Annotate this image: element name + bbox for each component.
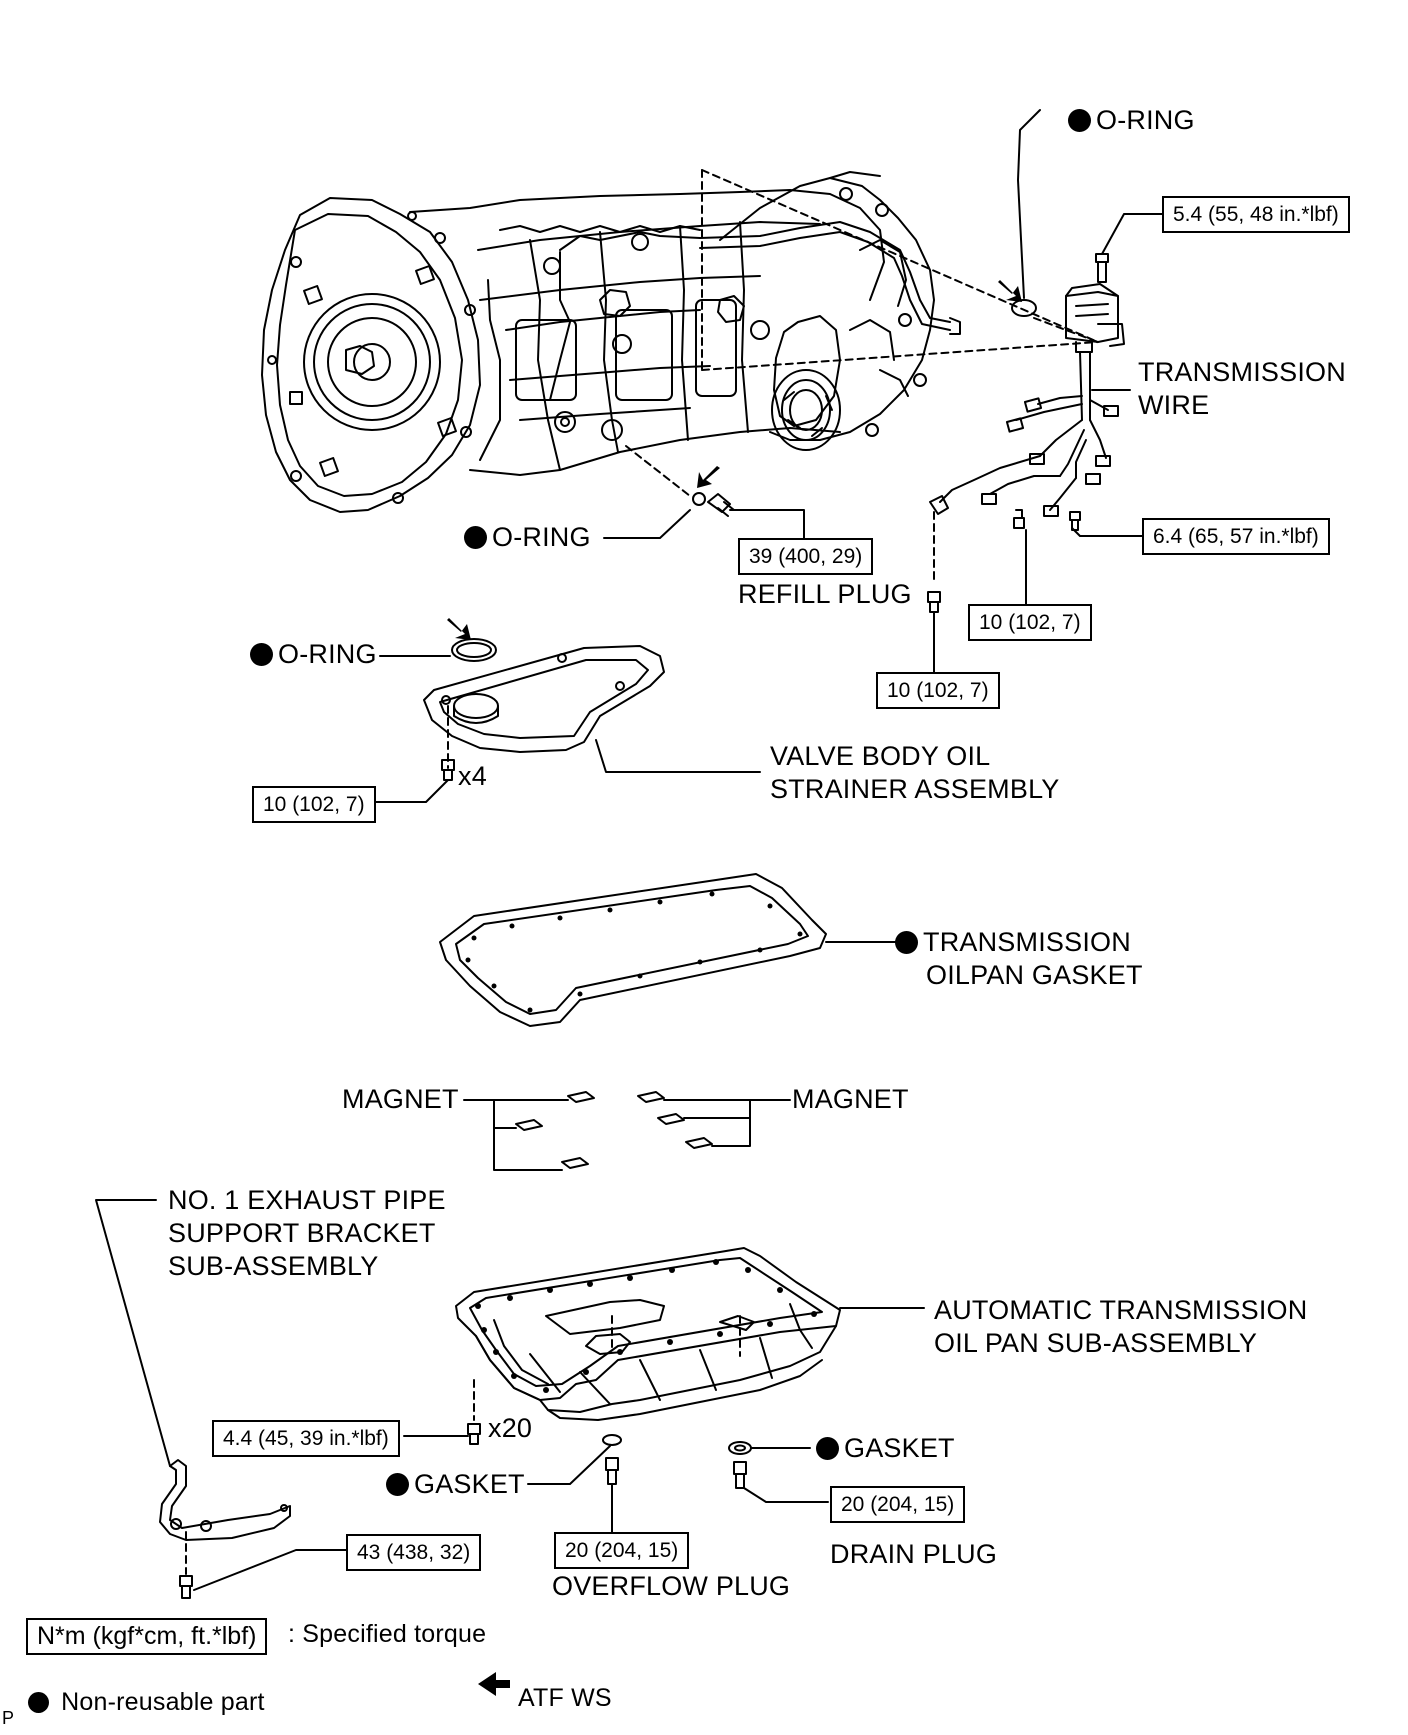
atf-legend-arrow-icon — [478, 1672, 510, 1696]
legend-torque-box: N*m (kgf*cm, ft.*lbf) — [26, 1618, 268, 1655]
label-text: O-RING — [1096, 105, 1195, 135]
non-reusable-dot-icon — [895, 931, 918, 954]
label-line: TRANSMISSION — [1138, 357, 1346, 387]
label-line: WIRE — [1138, 390, 1210, 420]
label-text: GASKET — [414, 1469, 525, 1499]
torque-connector-bolt: 5.4 (55, 48 in.*lbf) — [1162, 196, 1350, 233]
o-ring-top — [1011, 299, 1037, 317]
oil-pan — [455, 1247, 841, 1489]
label-o-ring-strainer: O-RING — [250, 638, 377, 671]
label-line: NO. 1 EXHAUST PIPE — [168, 1185, 446, 1215]
transmission-assembly — [261, 171, 961, 513]
magnets — [515, 1091, 713, 1169]
label-line: VALVE BODY OIL — [770, 741, 991, 771]
label-gasket-right: GASKET — [816, 1432, 955, 1465]
label-oil-pan: AUTOMATIC TRANSMISSION OIL PAN SUB-ASSEM… — [934, 1294, 1307, 1360]
oilpan-gasket — [439, 873, 827, 1027]
non-reusable-dot-icon — [28, 1692, 49, 1713]
label-text: O-RING — [492, 522, 591, 552]
valve-body-oil-strainer — [423, 645, 665, 781]
label-x20: x20 — [488, 1413, 533, 1443]
exhaust-pipe-support-bracket — [159, 1459, 291, 1599]
torque-bracket: 43 (438, 32) — [346, 1534, 482, 1571]
legend-non-reusable: Non-reusable part — [28, 1686, 265, 1719]
label-drain-plug: DRAIN PLUG — [830, 1539, 998, 1569]
label-line: TRANSMISSION — [895, 926, 1143, 959]
torque-overflow-plug: 20 (204, 15) — [554, 1532, 690, 1569]
label-valve-body-strainer: VALVE BODY OIL STRAINER ASSEMBLY — [770, 740, 1059, 806]
label-refill-plug: REFILL PLUG — [738, 579, 912, 609]
label-overflow-plug: OVERFLOW PLUG — [552, 1571, 791, 1601]
label-magnet-left: MAGNET — [342, 1084, 459, 1114]
label-gasket-left: GASKET — [386, 1468, 525, 1501]
torque-wire-clamp-1: 10 (102, 7) — [968, 604, 1092, 641]
non-reusable-dot-icon — [464, 526, 487, 549]
label-text: GASKET — [844, 1433, 955, 1463]
label-exhaust-bracket: NO. 1 EXHAUST PIPE SUPPORT BRACKET SUB-A… — [168, 1184, 446, 1283]
o-ring-mid — [692, 492, 706, 506]
label-line: OIL PAN SUB-ASSEMBLY — [934, 1328, 1258, 1358]
label-line: OILPAN GASKET — [926, 960, 1143, 990]
torque-oil-pan: 4.4 (45, 39 in.*lbf) — [212, 1420, 400, 1457]
torque-wire-clamp-2: 10 (102, 7) — [876, 672, 1000, 709]
label-line: AUTOMATIC TRANSMISSION — [934, 1295, 1308, 1325]
label-text: Non-reusable part — [61, 1688, 265, 1716]
torque-strainer: 10 (102, 7) — [252, 786, 376, 823]
label-x4: x4 — [458, 761, 487, 791]
label-line: STRAINER ASSEMBLY — [770, 774, 1060, 804]
refill-plug — [707, 493, 735, 517]
label-magnet-right: MAGNET — [792, 1084, 909, 1114]
o-ring-strainer — [451, 638, 497, 662]
label-text: O-RING — [278, 639, 377, 669]
label-transmission-wire: TRANSMISSION WIRE — [1138, 356, 1346, 422]
non-reusable-dot-icon — [1068, 109, 1091, 132]
transmission-wire — [927, 253, 1125, 613]
label-o-ring-mid: O-RING — [464, 521, 591, 554]
label-line: SUB-ASSEMBLY — [168, 1251, 379, 1281]
non-reusable-dot-icon — [386, 1473, 409, 1496]
label-o-ring-top: O-RING — [1068, 104, 1195, 137]
legend-atf: ATF WS — [518, 1684, 612, 1712]
torque-drain-plug: 20 (204, 15) — [830, 1486, 966, 1523]
non-reusable-dot-icon — [250, 643, 273, 666]
torque-refill-plug: 39 (400, 29) — [738, 538, 874, 575]
atf-arrows — [447, 280, 1022, 640]
label-text: TRANSMISSION — [923, 927, 1131, 957]
corner-mark: P — [2, 1708, 15, 1728]
non-reusable-dot-icon — [816, 1437, 839, 1460]
leader-lines — [95, 109, 1163, 1591]
label-line: SUPPORT BRACKET — [168, 1218, 436, 1248]
legend-torque-desc: : Specified torque — [288, 1620, 487, 1648]
torque-wire-bolt: 6.4 (65, 57 in.*lbf) — [1142, 518, 1330, 555]
label-oilpan-gasket: TRANSMISSION OILPAN GASKET — [895, 926, 1143, 992]
